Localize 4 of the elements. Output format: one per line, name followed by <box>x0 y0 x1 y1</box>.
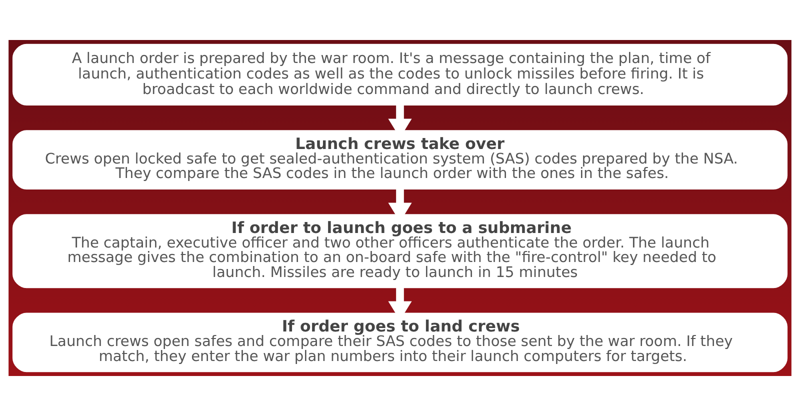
node-box: If order goes to land crews Launch crews open safes and compare their SAS codes to those sent by the war room. If they match, they enter the war plan numbers into their launch computers for targets. <box>12 312 788 372</box>
node-box: Launch crews take over Crews open locked safe to get sealed-authentication system (SAS) codes prepared by the NSA. They compare the SAS codes in the launch order with the ones in the safes. <box>12 130 788 190</box>
node-box: If order to launch goes to a submarine The captain, executive officer and two other officers authenticate the order. The launch message gives the combination to an on-board safe with the "fire-control" key needed to launch. Missiles are ready to launch in 15 minutes <box>12 214 788 288</box>
node-box: A launch order is prepared by the war room. It's a message containing the plan, time of launch, authentication codes as well as the codes to unlock missiles before firing. It is broadcast to each worldwide command and directly to launch crews. <box>12 43 788 106</box>
